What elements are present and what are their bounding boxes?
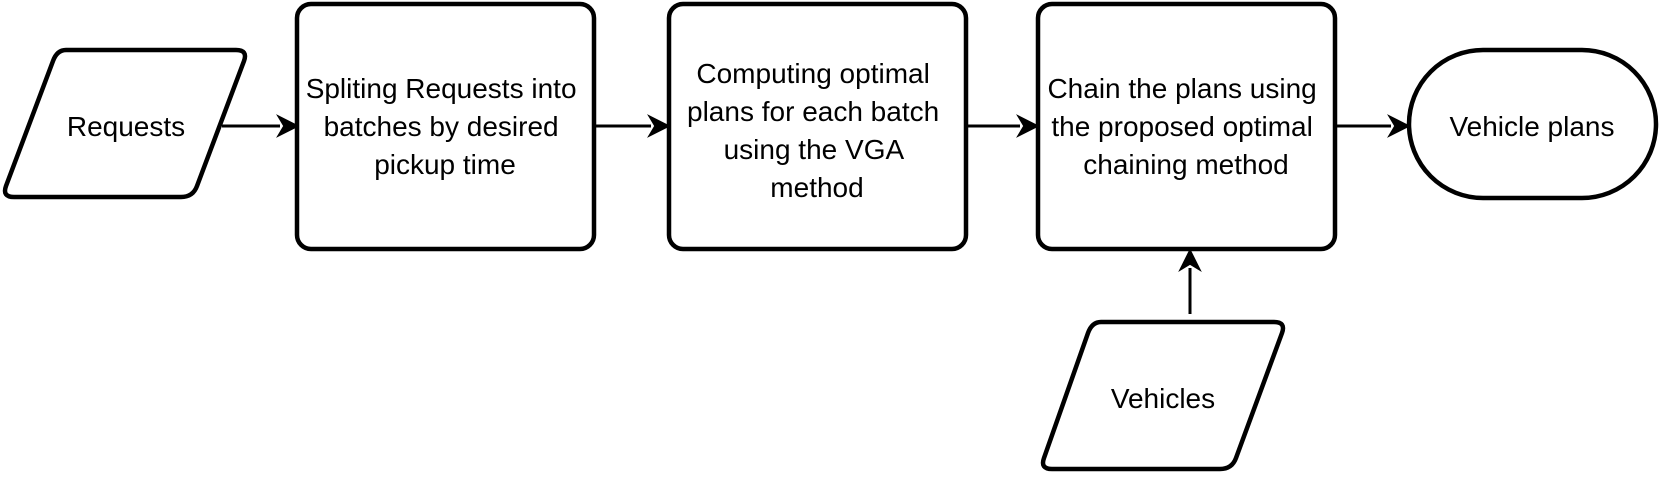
edge-vehicles-to-chain bbox=[1178, 248, 1202, 314]
edge-compute-to-chain bbox=[966, 114, 1040, 138]
node-requests: Requests bbox=[2, 47, 248, 200]
requests-parallelogram bbox=[2, 47, 248, 200]
node-split-requests: Spliting Requests into batches by desire… bbox=[294, 1, 597, 252]
edge-requests-to-split bbox=[222, 114, 300, 138]
edge-split-to-compute bbox=[594, 114, 671, 138]
split-requests-label: Spliting Requests into batches by desire… bbox=[306, 73, 585, 180]
chain-plans-label: Chain the plans using the proposed optim… bbox=[1047, 73, 1324, 180]
vehicles-label: Vehicles bbox=[1111, 383, 1215, 414]
compute-plans-label: Computing optimal plans for each batch u… bbox=[687, 58, 947, 203]
chain-plans-box bbox=[1035, 1, 1338, 252]
edge-chain-to-plans bbox=[1335, 114, 1411, 138]
node-vehicles: Vehicles bbox=[1040, 319, 1286, 472]
compute-plans-box bbox=[666, 1, 969, 252]
requests-label: Requests bbox=[67, 111, 185, 142]
split-requests-box bbox=[294, 1, 597, 252]
vehicle-plans-label: Vehicle plans bbox=[1449, 111, 1614, 142]
node-chain-plans: Chain the plans using the proposed optim… bbox=[1035, 1, 1338, 252]
node-compute-plans: Computing optimal plans for each batch u… bbox=[666, 1, 969, 252]
vehicle-plans-terminator bbox=[1406, 47, 1659, 201]
vehicles-parallelogram bbox=[1040, 319, 1286, 472]
node-vehicle-plans: Vehicle plans bbox=[1406, 47, 1659, 201]
